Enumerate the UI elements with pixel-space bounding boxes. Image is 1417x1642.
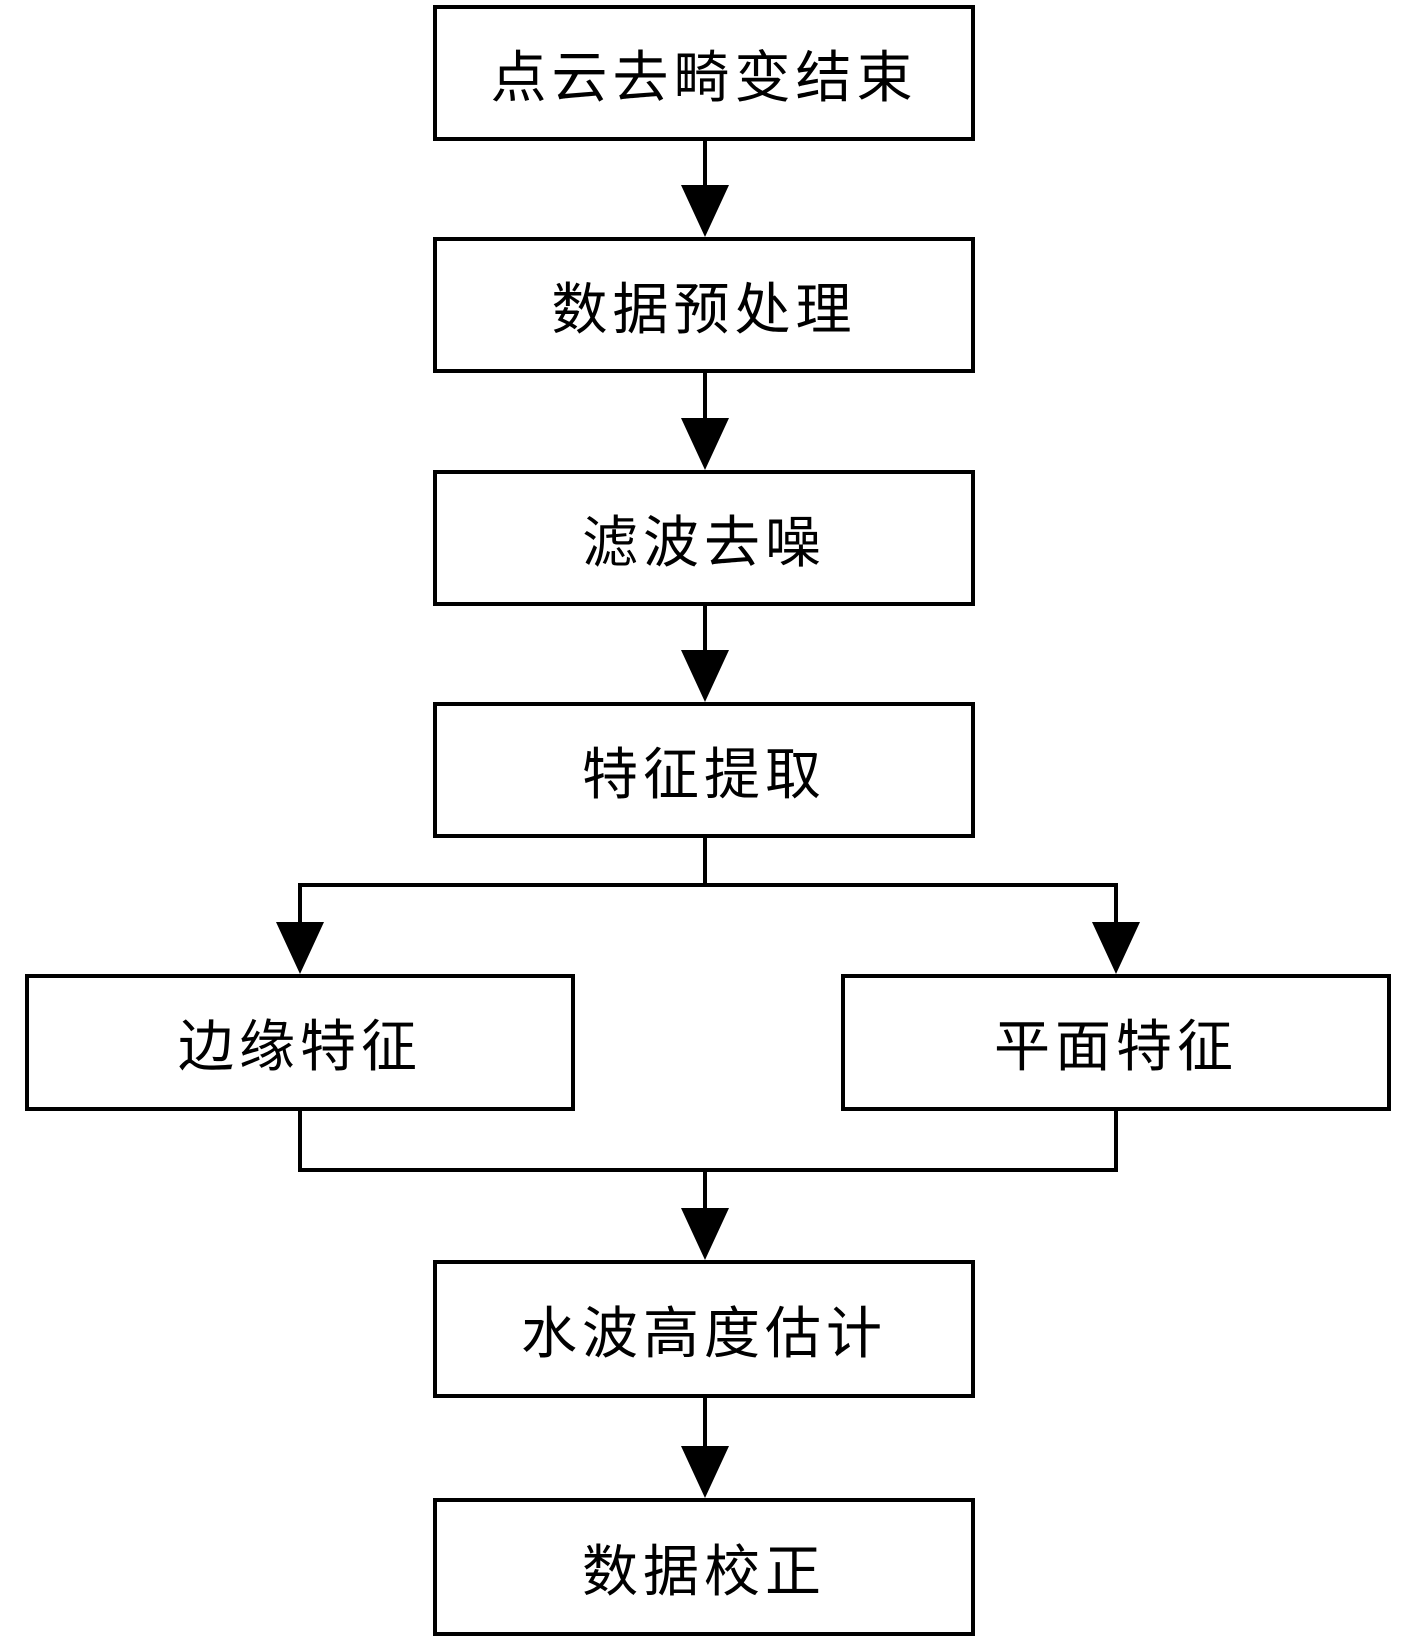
flow-node-data-correction: 数据校正 — [433, 1498, 975, 1636]
flow-node-edge-feature: 边缘特征 — [25, 974, 575, 1111]
connector-merge-horizontal — [298, 1168, 1118, 1172]
connector-denoise-feature — [703, 606, 707, 661]
arrow-down-icon — [681, 1208, 729, 1260]
connector-plane-to-merge — [1114, 1111, 1118, 1172]
flow-node-denoise: 滤波去噪 — [433, 470, 975, 606]
connector-split-to-edge — [298, 883, 302, 928]
arrow-down-icon — [681, 185, 729, 237]
connector-feature-split-horizontal — [298, 883, 1118, 887]
connector-feature-split-stub — [703, 838, 707, 887]
arrow-down-icon — [681, 418, 729, 470]
flow-node-start: 点云去畸变结束 — [433, 5, 975, 141]
arrow-down-icon — [1092, 922, 1140, 974]
connector-merge-to-wave — [703, 1168, 707, 1216]
flow-node-plane-feature: 平面特征 — [841, 974, 1391, 1111]
connector-preprocess-denoise — [703, 372, 707, 427]
arrow-down-icon — [681, 1446, 729, 1498]
arrow-down-icon — [276, 922, 324, 974]
connector-edge-to-merge — [298, 1111, 302, 1172]
connector-split-to-plane — [1114, 883, 1118, 928]
arrow-down-icon — [681, 650, 729, 702]
connector-wave-correction — [703, 1398, 707, 1456]
connector-start-preprocess — [703, 140, 707, 195]
flow-node-preprocess: 数据预处理 — [433, 237, 975, 373]
flow-node-wave-height: 水波高度估计 — [433, 1260, 975, 1398]
flow-node-feature-extraction: 特征提取 — [433, 702, 975, 838]
